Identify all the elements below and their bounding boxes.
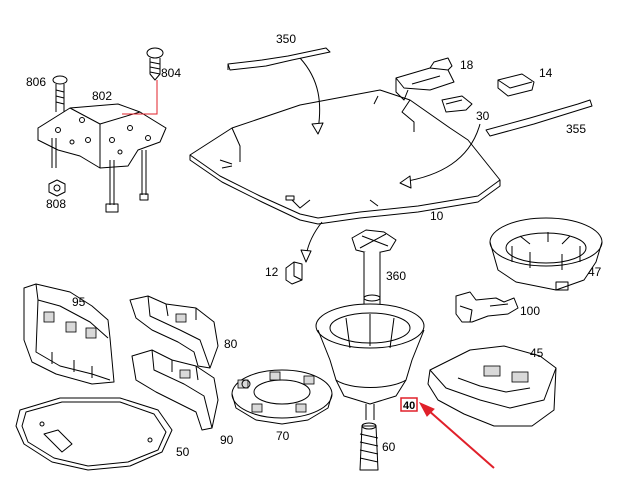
highlight-arrow	[418, 401, 495, 469]
label-100: 100	[520, 304, 540, 318]
label-18: 18	[460, 58, 474, 72]
label-355: 355	[566, 122, 586, 136]
label-10: 10	[430, 209, 444, 223]
label-90: 90	[220, 433, 234, 447]
part-60-spring[interactable]	[359, 422, 379, 471]
highlight-box-40	[400, 397, 418, 412]
part-45-tray[interactable]	[427, 345, 557, 427]
part-90-panel[interactable]	[131, 349, 219, 431]
label-60: 60	[382, 440, 396, 454]
part-808-nut[interactable]	[48, 179, 66, 197]
part-350-strip[interactable]	[227, 47, 331, 71]
label-804: 804	[161, 66, 181, 80]
part-802-bracket-plate[interactable]	[37, 103, 167, 213]
part-806-bolt[interactable]	[52, 75, 68, 112]
label-47: 47	[588, 265, 602, 279]
label-808: 808	[46, 197, 66, 211]
part-47-tray[interactable]	[489, 217, 603, 291]
label-95: 95	[72, 295, 86, 309]
label-30: 30	[476, 109, 490, 123]
part-18-cover[interactable]	[395, 57, 455, 101]
label-802: 802	[92, 89, 112, 103]
part-12-clip[interactable]	[285, 261, 303, 285]
part-30-clip[interactable]	[441, 95, 473, 113]
label-70: 70	[276, 429, 290, 443]
label-50: 50	[176, 445, 190, 459]
part-14-clip[interactable]	[497, 73, 535, 97]
label-806: 806	[26, 75, 46, 89]
part-355-strip[interactable]	[485, 99, 593, 137]
label-12: 12	[265, 265, 279, 279]
part-360-support[interactable]	[351, 229, 397, 319]
label-350: 350	[276, 32, 296, 46]
part-50-gasket[interactable]	[15, 397, 173, 471]
part-95-trim[interactable]	[23, 283, 115, 385]
label-40: 40	[403, 400, 415, 412]
part-10-floor-panel[interactable]	[189, 89, 501, 225]
label-360: 360	[386, 269, 406, 283]
part-80-panel[interactable]	[129, 295, 219, 369]
label-14: 14	[539, 66, 553, 80]
part-804-screw[interactable]	[122, 47, 164, 115]
label-45: 45	[530, 346, 544, 360]
part-100-bracket[interactable]	[455, 291, 519, 323]
part-70-ring[interactable]	[231, 369, 333, 425]
part-40-canister[interactable]	[315, 303, 425, 420]
label-80: 80	[224, 337, 238, 351]
